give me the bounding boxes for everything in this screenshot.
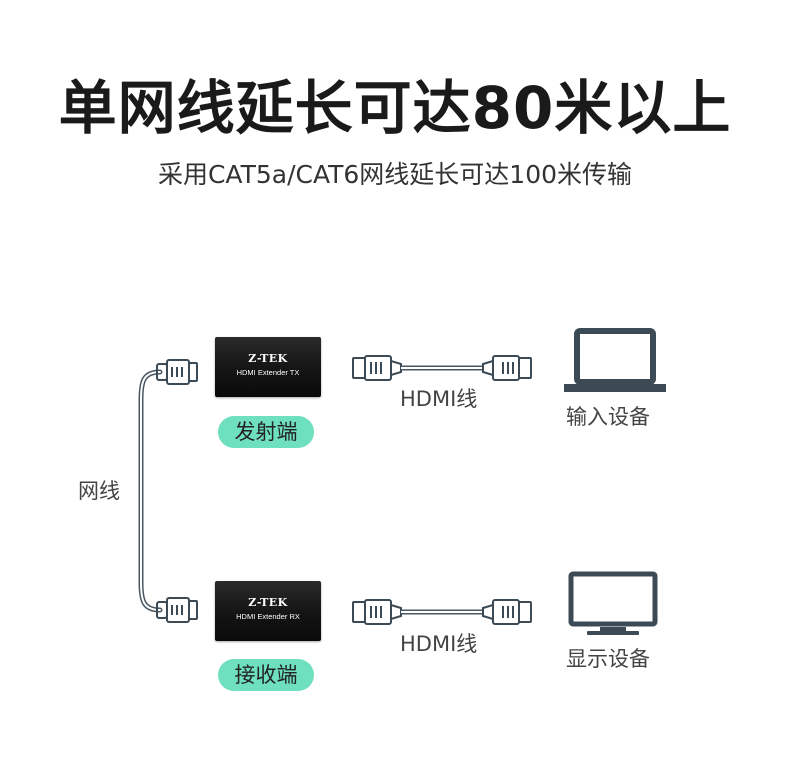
display-device-label: 显示设备: [566, 647, 650, 671]
tx-extender-device: Z-TEK HDMI Extender TX: [215, 337, 321, 397]
hdmi-connector-icon: [482, 599, 532, 625]
tx-label-badge: 发射端: [218, 416, 314, 448]
hdmi-connector-icon: [352, 599, 402, 625]
hdmi-cable-top-label: HDMI线: [400, 387, 478, 411]
rx-label-badge: 接收端: [218, 659, 314, 691]
monitor-icon: [568, 571, 658, 635]
laptop-icon: [564, 328, 666, 392]
rx-extender-device: Z-TEK HDMI Extender RX: [215, 581, 321, 641]
network-cable-label: 网线: [78, 479, 120, 503]
rj45-connector-icon: [156, 359, 198, 385]
network-cable: [138, 369, 163, 613]
rx-brand-logo: Z-TEK: [248, 596, 288, 609]
page-subtitle: 采用CAT5a/CAT6网线延长可达100米传输: [157, 160, 633, 189]
rj45-connector-icon: [156, 597, 198, 623]
page-title: 单网线延长可达80米以上: [58, 74, 732, 142]
hdmi-connector-icon: [482, 355, 532, 381]
hdmi-cable-bottom: [352, 599, 532, 625]
hdmi-cable-bottom-label: HDMI线: [400, 632, 478, 656]
hdmi-cable-top: [352, 355, 532, 381]
tx-model-label: HDMI Extender TX: [236, 368, 300, 377]
hdmi-connector-icon: [352, 355, 402, 381]
input-device-label: 输入设备: [566, 405, 650, 429]
rx-model-label: HDMI Extender RX: [236, 612, 300, 621]
tx-brand-logo: Z-TEK: [248, 352, 288, 365]
